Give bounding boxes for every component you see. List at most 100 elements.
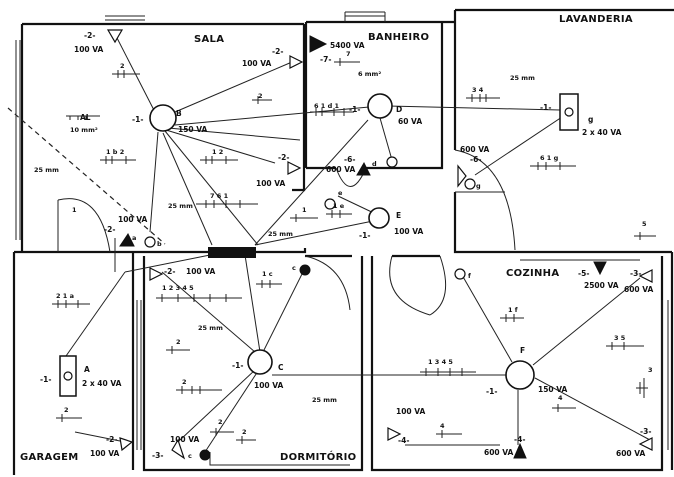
outlet-sink-circuit: -6-	[344, 155, 355, 164]
room-label-sala: SALA	[194, 34, 224, 45]
outlet-icon	[309, 35, 328, 53]
lamp-f-circuit: -1-	[486, 387, 497, 396]
outlet-icon	[171, 438, 186, 460]
conductor-label: 2	[176, 338, 181, 346]
conductor-label: 4	[440, 422, 445, 430]
outlet-coz-right-bottom-circuit: -3-	[640, 427, 651, 436]
lamp-icon	[149, 104, 177, 132]
conductor-label: 1 b 2	[106, 148, 124, 156]
lamp-a-circuit: -1-	[40, 375, 51, 384]
conductor-label: 2	[120, 62, 125, 70]
outlet-icon	[593, 261, 607, 276]
outlet-icon	[638, 269, 653, 283]
outlet-icon	[356, 161, 371, 176]
switch-b-letter: b	[157, 240, 162, 248]
outlet-sink-power: 600 VA	[326, 165, 356, 174]
outlet-coz-right-top-power: 600 VA	[624, 285, 654, 294]
conductor-label: 6 1 g	[540, 154, 559, 162]
doors	[57, 149, 516, 316]
conductor-label: 1 2 3 4 5	[162, 284, 194, 292]
outlet-icon	[387, 427, 402, 441]
outlet-icon	[289, 55, 304, 69]
switch-a-letter: a	[132, 234, 136, 242]
outlet-coz-bottom-mid-power: 600 VA	[484, 448, 514, 457]
conductor-label: 4	[558, 394, 563, 402]
conductor-label: 7 6 1	[210, 192, 229, 200]
room-label-cozinha: COZINHA	[506, 268, 559, 279]
lamp-icon	[367, 93, 393, 119]
outlet-sala-right-circuit: -2-	[278, 153, 289, 162]
outlets: -2- 100 VA -2- 100 VA -2- 100 VA -2- 100…	[74, 29, 654, 460]
wire-size-label: 25 mm	[510, 74, 535, 82]
outlet-sala-top-power: 100 VA	[74, 45, 104, 54]
conductor-label: 5	[642, 220, 647, 228]
ground-icon	[636, 378, 648, 398]
outlet-shower-circuit: -7-	[320, 55, 331, 64]
switch-f-letter: f	[468, 272, 471, 280]
outlet-gar-circuit: -2-	[106, 435, 117, 444]
lamp-f-power: 150 VA	[538, 385, 568, 394]
outlet-coz-right-bottom-power: 600 VA	[616, 449, 646, 458]
switch-c-letter: c	[292, 264, 296, 272]
lamp-a-power: 2 x 40 VA	[82, 379, 122, 388]
switch-e-letter: e	[338, 189, 343, 197]
wire-size-label: 25 mm	[312, 396, 337, 404]
outlet-icon	[638, 437, 653, 451]
lamp-e-circuit: -1-	[359, 231, 370, 240]
conductor-marks: 2 2 1 b 2 1 2 7 6 1 6 1 d 1 7 1 1 e 3 4 …	[52, 50, 656, 444]
outlet-sala-bottom-power: 100 VA	[118, 215, 148, 224]
conductor-label: 3 5	[614, 334, 626, 342]
outlet-lav-circuit: -6-	[470, 155, 481, 164]
lamp-point-f: -1- F 150 VA	[486, 346, 568, 396]
panel-conductor-mark	[66, 115, 100, 120]
conductor-label: 3 4	[472, 86, 484, 94]
lamp-d-letter: D	[396, 105, 402, 114]
lamp-point-e: -1- E 100 VA	[359, 207, 424, 240]
conductor-label: 1 c	[262, 270, 273, 278]
conductor-label: 3	[648, 366, 653, 374]
conductor-label: 1 e	[333, 202, 345, 210]
outlet-icon	[119, 437, 134, 452]
switch-d-letter: d	[372, 160, 377, 168]
conductor-label: 1 2	[212, 148, 223, 156]
outlet-gar-power: 100 VA	[90, 449, 120, 458]
conductor-label: 2	[258, 92, 263, 100]
outlet-icon	[149, 267, 164, 281]
outlet-coz-right-top-circuit: -3-	[630, 269, 641, 278]
lamp-a-letter: A	[84, 365, 90, 374]
switch-c2-icon	[199, 449, 211, 461]
switch-b-icon	[144, 236, 156, 248]
lamp-c-circuit: -1-	[232, 361, 243, 370]
wire-size-6mm: 6 mm²	[358, 70, 381, 78]
conductor-label: 1 f	[508, 306, 518, 314]
lamp-e-letter: E	[396, 211, 401, 220]
panel-label: AL	[80, 113, 91, 122]
lamp-g-circuit: -1-	[540, 103, 551, 112]
outlet-sala-top2-circuit: -2-	[272, 47, 283, 56]
conductor-label: 2	[218, 418, 223, 426]
lamp-b-letter: B	[176, 109, 182, 118]
outlet-icon	[287, 161, 302, 175]
switch-c2-letter: c	[188, 452, 192, 460]
outlet-coz-top-circuit: -5-	[578, 269, 589, 278]
conductor-label: 1 3 4 5	[428, 358, 453, 366]
conductor-label: 7	[346, 50, 351, 58]
lamp-e-power: 100 VA	[394, 227, 424, 236]
room-label-lavanderia: LAVANDERIA	[559, 14, 633, 25]
lamp-g-letter: g	[588, 115, 593, 124]
walls	[12, 8, 674, 475]
outlet-dorm-bottom-power: 100 VA	[170, 435, 200, 444]
room-label-dormitorio: DORMITÓRIO	[280, 450, 356, 463]
lamp-point-a: -1- A 2 x 40 VA	[40, 355, 122, 397]
wire-size-label: 25 mm	[168, 202, 193, 210]
outlet-coz-top-power: 2500 VA	[584, 281, 619, 290]
outlet-sala-top-circuit: -2-	[84, 31, 95, 40]
conductor-label: 2	[242, 428, 247, 436]
lamp-point-c: -1- C 100 VA	[232, 349, 284, 390]
outlet-dorm-top-power: 100 VA	[186, 267, 216, 276]
lamp-point-b: -1- B 150 VA	[132, 104, 208, 134]
switch-g-icon	[464, 178, 476, 190]
outlet-sala-bottom-circuit: -2-	[104, 225, 115, 234]
switch-d-icon	[386, 156, 398, 168]
